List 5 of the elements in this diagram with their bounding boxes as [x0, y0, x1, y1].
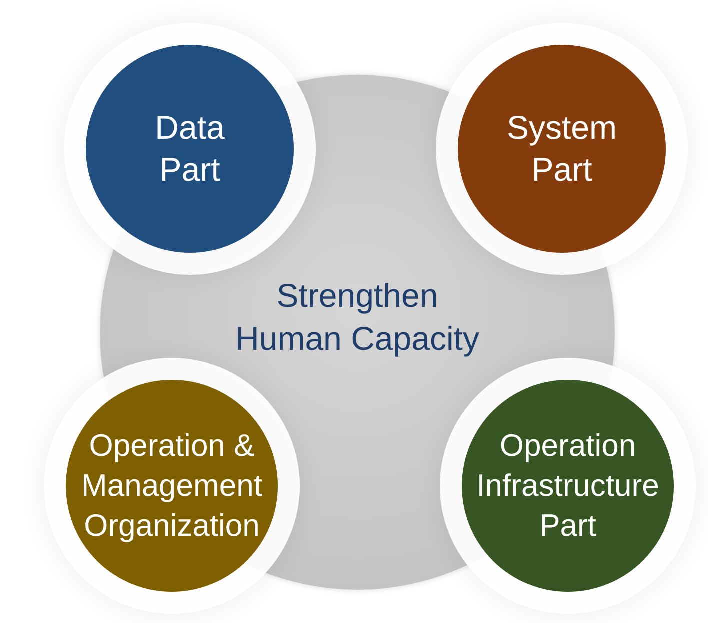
center-label: Strengthen Human Capacity: [234, 276, 480, 359]
circle-label: Operation Infrastructure Part: [476, 427, 660, 545]
circle-label: Operation & Management Organization: [80, 427, 264, 545]
circle-label: Data Part: [154, 108, 226, 190]
circle-label: System Part: [506, 108, 618, 190]
